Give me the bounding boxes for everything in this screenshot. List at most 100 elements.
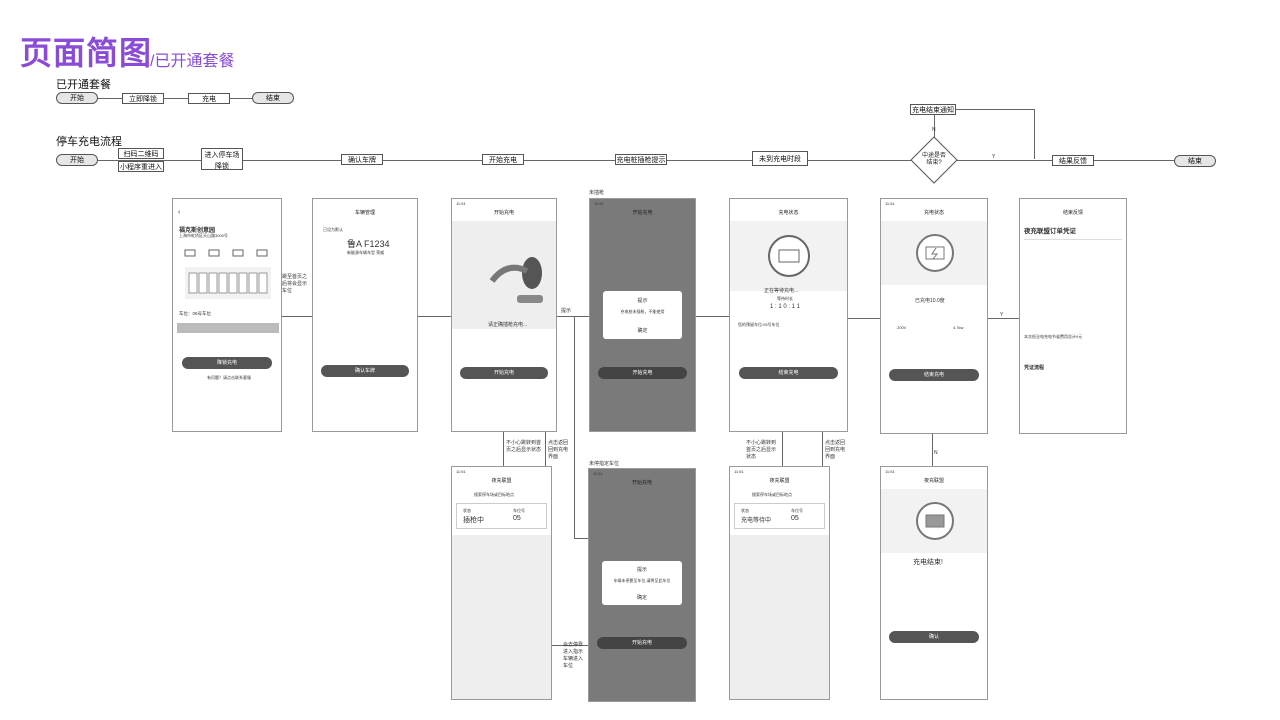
charger-plug-icon <box>489 257 543 303</box>
help-text[interactable]: 有问题？请点击联系客服 <box>207 375 251 380</box>
plot-label: 车位号 <box>791 508 803 513</box>
ann-fail-1: 不小心跳转到首页之后显示状态 <box>506 440 542 453</box>
unplugged-header: 开始充电 <box>632 210 653 216</box>
flow-decision: 中途是否结束? <box>910 136 958 184</box>
dialog-ok-button[interactable]: 确定 <box>636 595 647 601</box>
conn-up-2 <box>822 432 823 466</box>
waiting-header: 充电状态 <box>778 210 799 216</box>
ann-n: N <box>934 450 938 456</box>
confirm-button[interactable]: 确认 <box>889 631 979 643</box>
section2-title: 停车充电流程 <box>56 136 122 148</box>
map-search[interactable]: 搜索停车场或目标地点 <box>752 492 792 497</box>
ann-jump-home: 跳至首页之后将会显示车位 <box>282 274 308 294</box>
power: 4.7kw <box>953 325 964 330</box>
conn-branch-h <box>574 538 588 539</box>
flow-miniprogram: 小程序重进入 <box>118 161 164 172</box>
done-illustration <box>881 489 987 553</box>
flow-plug-prompt: 充电桩插枪提示 <box>615 154 667 165</box>
end-charge-button[interactable]: 结束充电 <box>739 367 838 379</box>
status-value: 充电等待中 <box>741 518 772 524</box>
status-value: 插枪中 <box>463 517 484 524</box>
end-charge-button-2[interactable]: 结束充电 <box>889 369 979 381</box>
not-parked-header: 开始充电 <box>631 480 652 486</box>
dialog-ok-button[interactable]: 确定 <box>637 328 648 334</box>
screen-not-parked: 11:51 开始充电 提示 车辆未停靠至车位,请将至此车位 确定 开始充电 <box>588 468 696 702</box>
start-charge-button-disabled[interactable]: 开始充电 <box>598 367 687 379</box>
label-yes: Y <box>992 154 996 160</box>
status-time: 11:51 <box>885 469 895 474</box>
parking-grid <box>185 267 271 299</box>
conn-down-2 <box>782 432 783 466</box>
section1-connector <box>96 98 276 99</box>
screen-charge-done: 11:51 夜充联盟 充电结束! 确认 <box>880 466 988 700</box>
voltage: 200V <box>897 325 907 330</box>
start-charge-button[interactable]: 开始充电 <box>460 367 548 379</box>
receipt-rows <box>1024 239 1122 290</box>
label-no: N <box>932 127 936 133</box>
battery-full-icon <box>916 502 954 540</box>
screen-map-waiting: 11:51 夜充联盟 搜索停车场或目标地点 状态 充电等待中 车位号 05 <box>729 466 830 700</box>
map-area[interactable] <box>452 535 551 699</box>
page-title: 页面简图 <box>20 35 153 71</box>
s1-end: 结束 <box>252 92 294 104</box>
s1-charge: 充电 <box>188 93 230 104</box>
unplugged-dialog: 提示 充电桩未插枪，不能使用 确定 <box>602 291 683 339</box>
status-card: 状态 充电等待中 车位号 05 <box>734 503 825 529</box>
vehicle-model: 新能源车辆车型 荣威 <box>347 250 385 255</box>
default-tag: 已设为默认 <box>323 227 343 232</box>
done-text: 充电结束! <box>913 559 943 566</box>
decision-diamond-icon <box>910 136 958 184</box>
map-header: 夜充联盟 <box>491 478 512 484</box>
charger-illustration <box>452 221 556 329</box>
back-icon[interactable]: ‹ <box>178 209 181 216</box>
charging-illustration <box>881 221 987 285</box>
ann-not-parked: 未停指定车位 <box>589 461 620 467</box>
status-time: 11:51 <box>593 471 603 476</box>
decision-right-line <box>1034 109 1035 159</box>
status-time: 11:51 <box>456 201 466 206</box>
conn-5 <box>848 318 880 319</box>
screen-waiting: 充电状态 正在等待充电... 等待时长 1 : 1 0 : 1 1 您的预留车位… <box>729 198 848 432</box>
status-label: 状态 <box>463 508 471 513</box>
battery-charging-icon <box>916 234 954 272</box>
status-card: 状态 插枪中 车位号 05 <box>456 503 547 529</box>
flow-confirm-plate: 确认车牌 <box>341 154 383 165</box>
vehicle-header: 车辆管理 <box>354 210 375 216</box>
status-time: 11:51 <box>594 201 604 206</box>
plot-label: 车位号 <box>513 508 525 513</box>
selected-plot-bar <box>177 323 279 333</box>
screen-start-charge: 11:51 开始充电 请正确插枪充电... 开始充电 <box>451 198 557 432</box>
ann-y: Y <box>1000 312 1004 318</box>
plug-tip: 请正确插枪充电... <box>488 322 528 328</box>
plot-label: 车位：05号车位 <box>179 311 212 316</box>
flow-end: 结束 <box>1174 155 1216 167</box>
lock-charge-button[interactable]: 降锁充电 <box>181 357 273 369</box>
start-charge-button-disabled-2[interactable]: 开始充电 <box>597 637 687 649</box>
conn-up-1 <box>545 432 546 466</box>
map-search[interactable]: 搜索停车场或目标地点 <box>474 492 514 497</box>
reserved-plot: 您的预留车位:05号车位 <box>738 322 780 327</box>
plate-number: 鲁A F1234 <box>347 239 390 249</box>
waiting-status: 正在等待充电... <box>764 288 799 294</box>
charged-amount: 已充电10.0度 <box>915 298 945 304</box>
flow-enter-lot: 进入停车场降锁 <box>201 148 243 170</box>
status-time: 11:51 <box>885 201 895 206</box>
conn-branch <box>574 316 575 538</box>
dialog-title: 提示 <box>636 567 647 573</box>
ann-return-1: 点击返回回到充电界面 <box>548 440 569 460</box>
battery-waiting-icon <box>768 235 810 277</box>
flow-title: 凭证流程 <box>1024 365 1045 371</box>
dialog-title: 提示 <box>637 298 648 304</box>
screen-vehicle: 车辆管理 已设为默认 鲁A F1234 新能源车辆车型 荣威 确认车牌 <box>312 198 418 432</box>
flow-start-charge: 开始充电 <box>482 154 524 165</box>
map-area[interactable] <box>730 535 829 699</box>
dialog-text: 充电桩未插枪，不能使用 <box>620 309 665 314</box>
conn-map-dialog <box>552 645 588 646</box>
wait-timer: 1 : 1 0 : 1 1 <box>770 304 801 310</box>
screen-map-plugging: 11:51 夜充联盟 搜索停车场或目标地点 状态 插枪中 车位号 05 <box>451 466 552 700</box>
conn-4 <box>696 316 729 317</box>
flow-not-time: 未到充电时段 <box>752 151 808 166</box>
ann-unplugged: 未插枪 <box>589 190 605 196</box>
screen-unplugged: 11:51 开始充电 提示 充电桩未插枪，不能使用 确定 开始充电 <box>589 198 696 432</box>
confirm-plate-button[interactable]: 确认车牌 <box>321 365 409 377</box>
